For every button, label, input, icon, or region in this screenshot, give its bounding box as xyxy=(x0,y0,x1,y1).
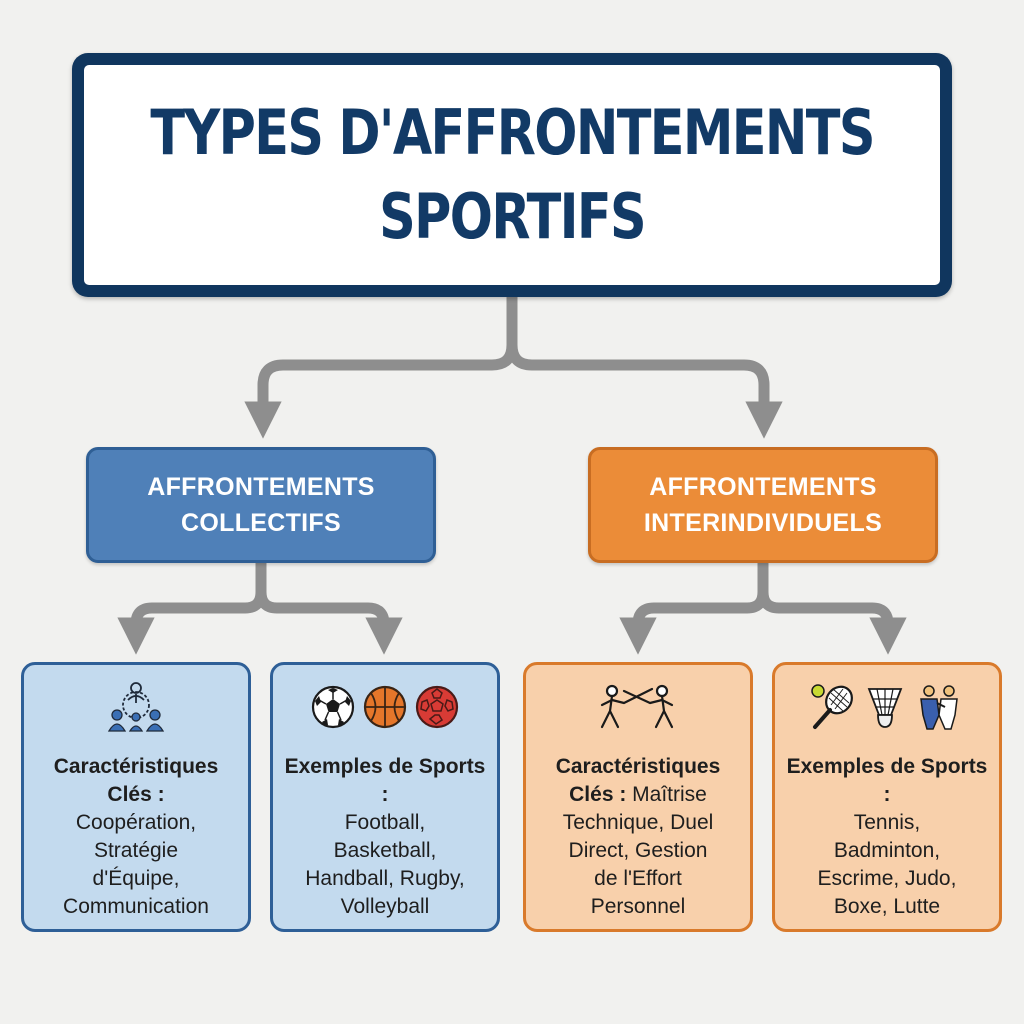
card-line: Boxe, Lutte xyxy=(833,895,941,918)
card-line: Tennis, xyxy=(853,811,921,834)
card-heading: Caractéristiques Clés : xyxy=(53,755,219,806)
connector-title-right xyxy=(506,344,783,439)
card-line: Volleyball xyxy=(340,895,430,918)
card-line: de l'Effort xyxy=(594,867,682,890)
card-line: Communication xyxy=(63,895,209,918)
category-collectifs-line-2: COLLECTIFS xyxy=(181,509,341,537)
title-line-2: SPORTIFS xyxy=(379,180,646,253)
team-network-icon xyxy=(107,682,165,732)
shuttlecock-icon xyxy=(867,688,903,728)
card-line: Football, xyxy=(344,811,426,834)
card-line: Handball, Rugby, xyxy=(305,867,465,890)
card-line: Direct, Gestion xyxy=(568,839,708,862)
title-line-1: TYPES D'AFFRONTEMENTS xyxy=(150,96,875,169)
fencing-icon xyxy=(600,684,674,729)
connector-blue-right xyxy=(255,591,403,655)
card-heading: Exemples de Sports : xyxy=(284,755,486,806)
card-heading: Exemples de Sports : xyxy=(786,755,988,806)
card-line: Maîtrise xyxy=(632,783,707,806)
card-line: Technique, Duel xyxy=(562,811,714,834)
basketball-icon xyxy=(363,685,407,729)
card-heading: Caractéristiques Clés : xyxy=(555,755,721,806)
soccer-ball-icon xyxy=(311,685,355,729)
card-line: Stratégie xyxy=(93,839,179,862)
card-interindividuels-exemples: Exemples de Sports : Tennis, Badminton, … xyxy=(772,662,1002,932)
category-interindividuels: AFFRONTEMENTS INTERINDIVIDUELS xyxy=(588,447,938,563)
card-line: d'Équipe, xyxy=(92,867,180,890)
connector-orange-left xyxy=(619,563,769,655)
tennis-racket-icon xyxy=(811,684,853,729)
card-collectifs-exemples: Exemples de Sports : Football, Basketbal… xyxy=(270,662,500,932)
connector-orange-right xyxy=(757,591,907,655)
title-banner: TYPES D'AFFRONTEMENTS SPORTIFS xyxy=(72,53,952,297)
card-line: Coopération, xyxy=(75,811,197,834)
handball-icon xyxy=(415,685,459,729)
card-line: Personnel xyxy=(590,895,686,918)
connector-blue-left xyxy=(117,563,267,655)
category-interindividuels-line-1: AFFRONTEMENTS xyxy=(649,473,877,501)
card-line: Escrime, Judo, xyxy=(817,867,957,890)
connector-title-stem xyxy=(244,297,518,439)
judo-icon xyxy=(920,685,958,730)
category-collectifs: AFFRONTEMENTS COLLECTIFS xyxy=(86,447,436,563)
card-interindividuels-caracteristiques: Caractéristiques Clés : Maîtrise Techniq… xyxy=(523,662,753,932)
card-collectifs-caracteristiques: Caractéristiques Clés : Coopération, Str… xyxy=(21,662,251,932)
card-line: Badminton, xyxy=(833,839,941,862)
category-collectifs-line-1: AFFRONTEMENTS xyxy=(147,473,375,501)
card-line: Basketball, xyxy=(333,839,437,862)
category-interindividuels-line-2: INTERINDIVIDUELS xyxy=(643,509,883,537)
